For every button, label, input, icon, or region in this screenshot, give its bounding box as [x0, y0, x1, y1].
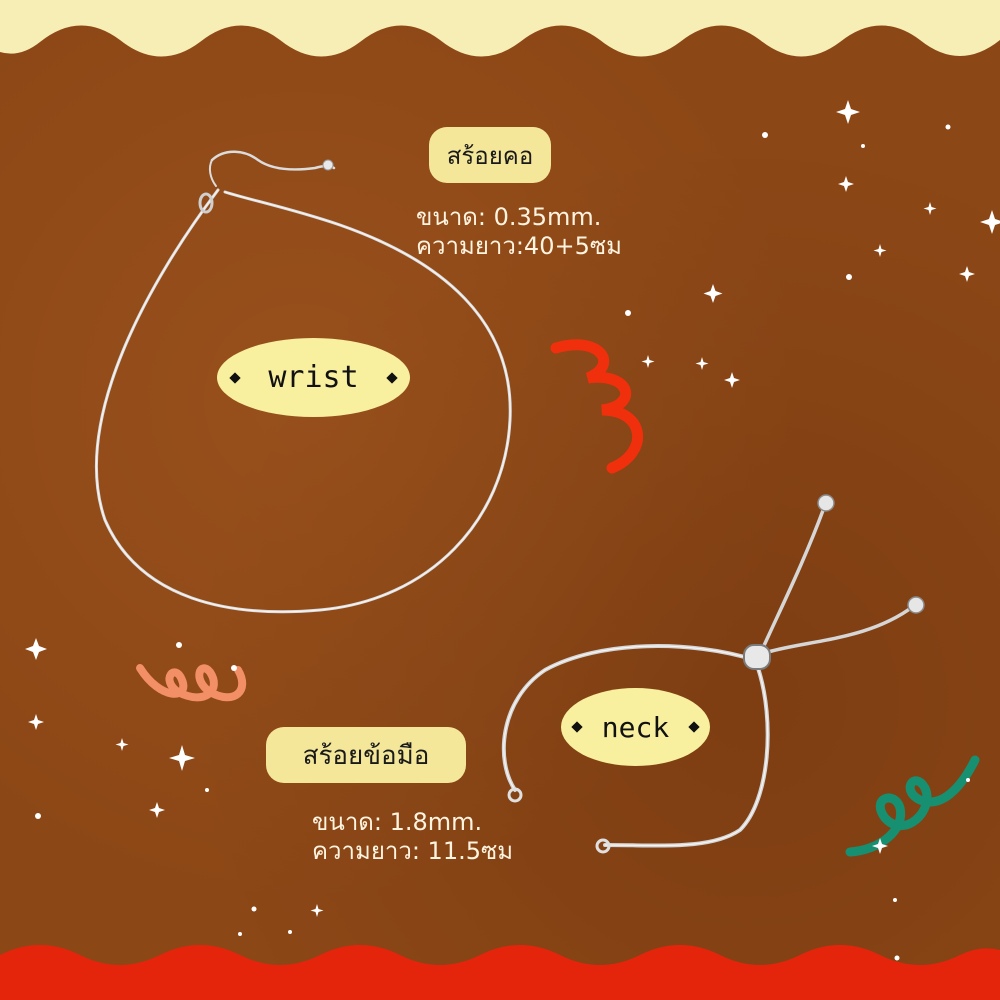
sparkle-dot — [861, 144, 865, 148]
peach-loops — [136, 664, 247, 702]
sparkle-star — [310, 904, 324, 917]
bracelet-chain — [501, 503, 917, 848]
bracelet-end-bead-right — [907, 596, 925, 614]
bracelet-end-bead-top — [817, 494, 835, 512]
sparkle-dot — [35, 813, 41, 819]
sparkle-star — [695, 357, 709, 370]
bracelet-title-text: สร้อยข้อมือ — [302, 740, 430, 771]
bracelet-end-ring-bottom — [595, 838, 611, 854]
bracelet-slider-bead — [743, 644, 771, 670]
sparkle-dot — [846, 274, 852, 280]
oval-left-dot-icon — [229, 371, 241, 384]
sparkle-dot — [238, 932, 242, 936]
neck-oval-text: neck — [601, 710, 670, 744]
sparkle-star — [836, 100, 860, 124]
necklace-title-text: สร้อยคอ — [446, 141, 534, 170]
wrist-oval-text: wrist — [268, 360, 359, 395]
necklace-end-bead — [322, 159, 334, 171]
oval-right-dot-icon — [688, 721, 700, 733]
necklace-info: ขนาด: 0.35mm. ความยาว:40+5ซม — [416, 203, 622, 261]
wrist-oval-label: wrist — [217, 338, 410, 417]
green-loops — [845, 755, 980, 857]
necklace-length-text: ความยาว:40+5ซม — [416, 231, 622, 260]
sparkle-star — [959, 266, 975, 282]
sparkle-dot — [893, 898, 897, 902]
sparkle-dot — [231, 665, 237, 671]
necklace-size-text: ขนาด: 0.35mm. — [416, 203, 602, 231]
top-wave-border — [0, 0, 1000, 57]
sparkle-star — [724, 372, 740, 388]
sparkle-dot — [945, 124, 951, 130]
bracelet-length-text: ความยาว: 11.5ซม — [312, 836, 514, 865]
sparkle-dot — [251, 906, 257, 912]
sparkle-dot — [205, 788, 209, 792]
oval-left-dot-icon — [571, 721, 583, 733]
bracelet-size-text: ขนาด: 1.8mm. — [312, 808, 483, 836]
necklace-clasp — [198, 192, 214, 214]
oval-right-dot-icon — [386, 371, 398, 384]
necklace-title-label: สร้อยคอ — [429, 127, 551, 183]
bottom-wave-border — [0, 945, 1000, 1000]
sparkle-dot — [288, 930, 292, 934]
neck-oval-label: neck — [561, 688, 710, 766]
sparkle-star — [641, 355, 655, 368]
bracelet-end-ring-left — [507, 787, 523, 803]
bracelet-title-label: สร้อยข้อมือ — [266, 727, 466, 783]
sparkle-star — [115, 738, 129, 751]
necklace-chain — [95, 150, 512, 614]
sparkle-star — [980, 210, 1000, 234]
sparkle-dot — [625, 310, 631, 316]
sparkle-star — [25, 638, 47, 660]
bracelet-info: ขนาด: 1.8mm. ความยาว: 11.5ซม — [312, 808, 513, 866]
sparkle-star — [873, 244, 887, 257]
sparkle-star — [149, 802, 165, 818]
sparkle-dot — [762, 132, 768, 138]
sparkle-dot — [894, 955, 900, 961]
sparkle-dot — [176, 642, 182, 648]
sparkle-star — [28, 714, 44, 730]
sparkles — [25, 100, 1000, 961]
sparkle-star — [838, 176, 854, 192]
sparkle-star — [872, 838, 888, 854]
sparkle-star — [703, 284, 723, 303]
sparkle-star — [169, 745, 195, 771]
red-squiggle — [550, 339, 643, 474]
sparkle-dot — [966, 778, 970, 782]
sparkle-star — [923, 202, 937, 215]
